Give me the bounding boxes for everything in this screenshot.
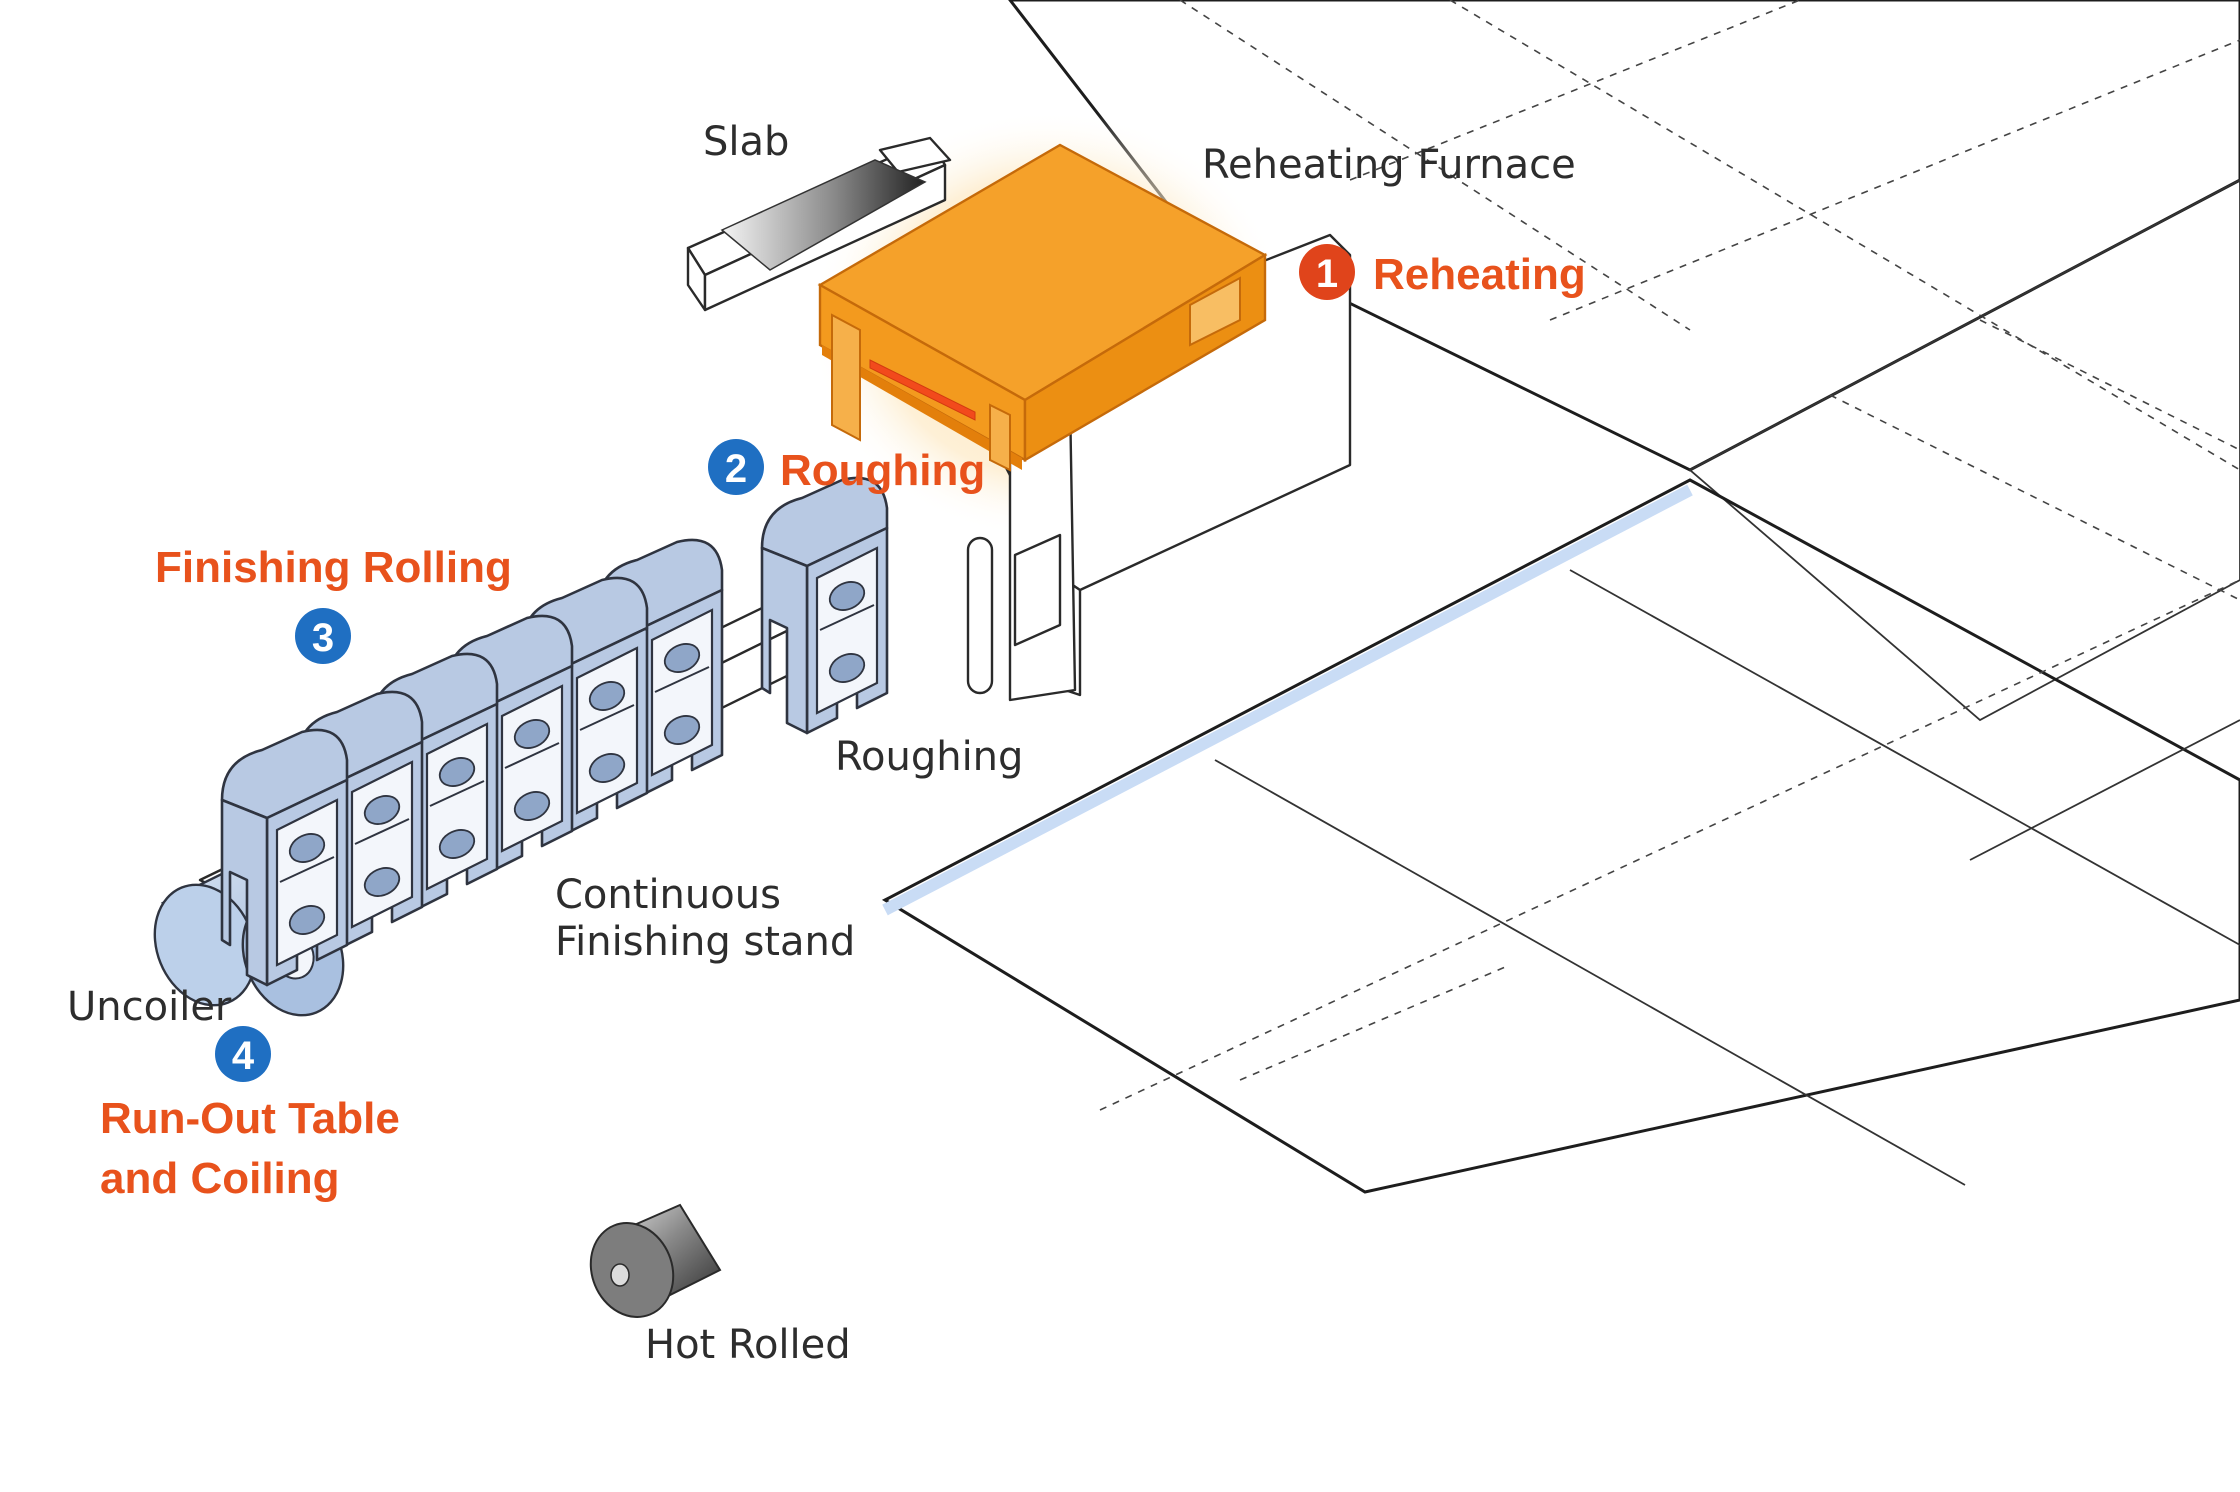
hot-rolled-coil bbox=[589, 1203, 722, 1318]
roughing-stand-1 bbox=[760, 476, 889, 735]
step-1-badge bbox=[1299, 244, 1355, 300]
slab-block bbox=[720, 159, 927, 271]
step-2-roughing: 2 Roughing bbox=[708, 439, 985, 495]
step-4-number: 4 bbox=[232, 1034, 255, 1078]
continuous-finishing-label-line1: Continuous bbox=[555, 872, 781, 918]
finishing-stand-2 bbox=[295, 690, 424, 949]
step-3-finishing-rolling: Finishing Rolling 3 bbox=[155, 543, 512, 664]
step-4-title-line1: Run-Out Table bbox=[100, 1094, 400, 1143]
roughing-machine-label: Roughing bbox=[835, 734, 1023, 780]
step-4-run-out-table-and-coiling: 4 Run-Out Table and Coiling bbox=[100, 1026, 400, 1203]
step-3-number: 3 bbox=[312, 616, 334, 660]
step-3-title: Finishing Rolling bbox=[155, 543, 512, 592]
finishing-stands bbox=[220, 476, 889, 987]
finishing-stand-1 bbox=[220, 728, 349, 987]
reheating-furnace-label: Reheating Furnace bbox=[1202, 142, 1576, 188]
floor-plate-front bbox=[881, 478, 2240, 1194]
floor-plate-right bbox=[1688, 178, 2240, 722]
step-4-badge bbox=[215, 1026, 271, 1082]
step-2-badge bbox=[708, 439, 764, 495]
uncoiler-label: Uncoiler bbox=[67, 984, 232, 1030]
step-1-number: 1 bbox=[1316, 252, 1338, 296]
step-2-title: Roughing bbox=[780, 446, 985, 495]
hot-rolled-label: Hot Rolled bbox=[645, 1322, 851, 1368]
step-2-number: 2 bbox=[725, 447, 747, 491]
slab-label: Slab bbox=[703, 119, 789, 165]
step-4-title-line2: and Coiling bbox=[100, 1154, 340, 1203]
step-1-reheating: 1 Reheating bbox=[1299, 244, 1586, 300]
reheating-furnace bbox=[817, 143, 1268, 472]
step-1-title: Reheating bbox=[1373, 250, 1586, 299]
step-3-badge bbox=[295, 608, 351, 664]
continuous-finishing-label-line2: Finishing stand bbox=[555, 919, 855, 965]
